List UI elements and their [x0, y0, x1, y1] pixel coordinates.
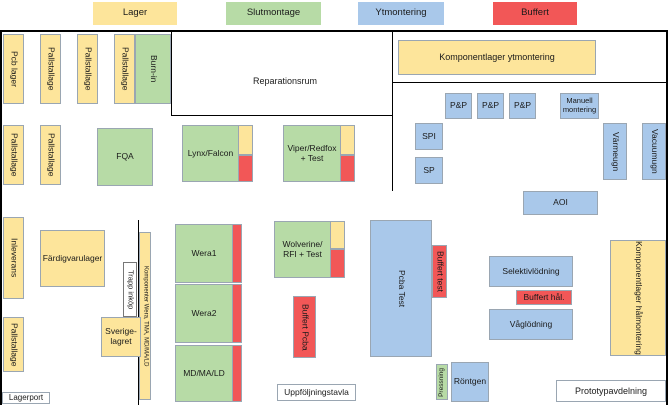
legend-ytmontering: Ytmontering	[358, 2, 444, 25]
area-pp-1: P&P	[445, 93, 472, 119]
area-sp: SP	[415, 157, 443, 184]
wera2-buffert	[232, 284, 242, 343]
area-pallstallage-4: Pallstallage	[3, 125, 24, 185]
area-lynx-falcon: Lynx/Falcon	[182, 125, 239, 182]
area-buffert-pcba: Buffert Pcba	[293, 296, 316, 358]
lynx-falcon-buffert	[238, 155, 253, 182]
wera1-buffert	[232, 224, 242, 283]
legend-buffert: Buffert	[493, 2, 577, 25]
area-pallstallage-6: Pallstallage	[3, 317, 24, 372]
area-komponenter-wera: Komponenter Wera, TMA, MD/MA/LD	[139, 232, 151, 400]
area-pp-3: P&P	[509, 93, 536, 119]
area-uppfoljningstavla: Uppföljningstavla	[277, 384, 356, 401]
wolverine-buffert	[330, 249, 345, 278]
area-wolverine: Wolverine/ RFI + Test	[274, 221, 331, 278]
outer-wall-top	[0, 30, 667, 32]
area-viper-redfox: Viper/Redfox + Test	[283, 125, 341, 182]
area-pp-2: P&P	[477, 93, 504, 119]
area-burn-in: Burn-in	[135, 34, 171, 104]
area-fardigvarulager: Färdigvarulager	[40, 230, 105, 287]
area-md-ma-ld: MD/MA/LD	[175, 345, 233, 402]
area-komponentlager-ytmontering: Komponentlager ytmontering	[398, 40, 596, 75]
area-vaglodning: Våglödning	[489, 309, 573, 340]
area-wera2: Wera2	[175, 284, 233, 343]
legend-slutmontage: Slutmontage	[226, 2, 321, 25]
area-pallstallage-1: Pallstallage	[40, 34, 61, 104]
area-komponentlager-halmontering: Komponentlager hålmontering	[610, 240, 666, 356]
area-buffert-hal: Buffert hål.	[516, 290, 572, 305]
area-vacuumugn: Vacuumugn	[642, 123, 666, 180]
wolverine-lager	[330, 221, 345, 249]
ytmontering-wall-left	[392, 31, 394, 191]
area-selektivlodning: Selektivlödning	[489, 256, 573, 287]
reparationsrum-wall-bottom	[171, 115, 393, 117]
outer-wall-left	[0, 30, 2, 405]
area-prototypavdelning: Prototypavdelning	[556, 380, 666, 402]
area-lagerport: Lagerport	[2, 392, 50, 404]
md-ma-ld-buffert	[232, 345, 242, 402]
area-pallstallage-5: Pallstallage	[40, 125, 61, 185]
area-rontgen: Röntgen	[451, 362, 489, 402]
area-pcba-test: Pcba Test	[370, 220, 432, 357]
area-pallstallage-2: Pallstallage	[77, 34, 98, 104]
area-pcb-lager: Pcb lager	[3, 34, 24, 104]
viper-redfox-buffert	[340, 155, 355, 182]
area-manuell-montering: Manuell montering	[560, 93, 599, 119]
outer-wall-right	[666, 30, 668, 405]
area-sverigelagret: Sverige-lagret	[101, 317, 141, 357]
area-fqa: FQA	[97, 128, 153, 186]
area-pressning: Pressning	[436, 364, 448, 400]
ytmontering-wall-top	[392, 82, 667, 84]
area-reparationsrum: Reparationsrum	[230, 70, 340, 92]
reparationsrum-wall-left	[171, 31, 173, 116]
area-trapp-inkop: Trapp inköp	[123, 262, 137, 317]
area-spi: SPI	[415, 123, 443, 150]
area-varmeugn: Värmeugn	[603, 123, 627, 180]
area-pallstallage-3: Pallstallage	[114, 34, 135, 104]
area-inleverans: Inleverans	[3, 217, 24, 299]
area-wera1: Wera1	[175, 224, 233, 283]
area-aoi: AOI	[523, 191, 598, 215]
lager-wall	[138, 220, 140, 405]
lynx-falcon-lager	[238, 125, 253, 155]
area-buffert-test: Buffert test	[432, 245, 447, 298]
legend-lager: Lager	[93, 2, 177, 25]
viper-redfox-lager	[340, 125, 355, 155]
